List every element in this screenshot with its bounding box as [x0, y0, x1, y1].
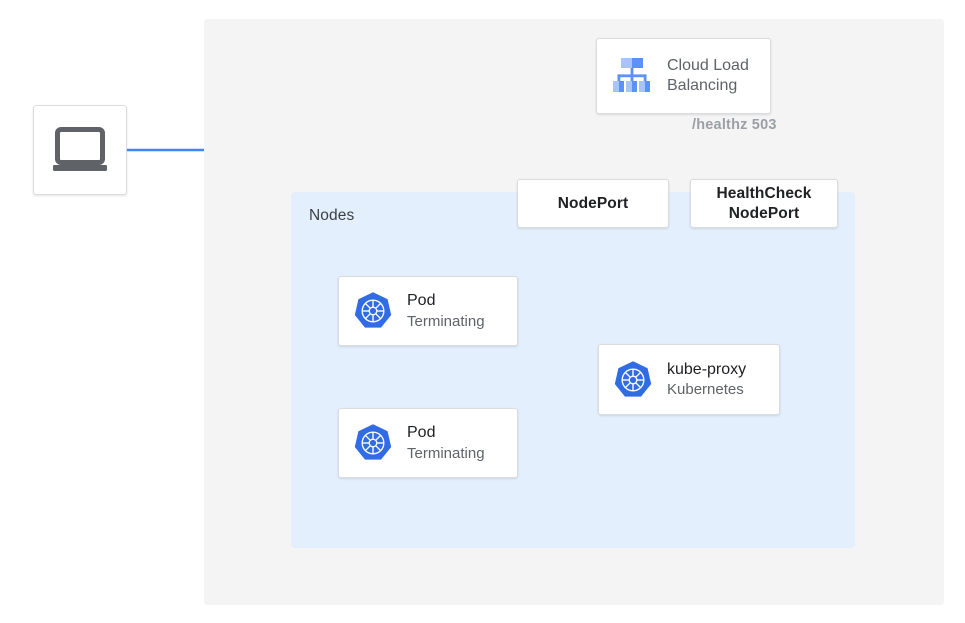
kube-proxy-subtitle: Kubernetes: [667, 381, 744, 399]
pod-2-text: Pod Terminating: [407, 423, 485, 463]
healthcheck-nodeport-label: HealthCheck NodePort: [717, 184, 812, 223]
healthcheck-nodeport-label-line2: NodePort: [728, 204, 800, 222]
pod-node-2[interactable]: Pod Terminating: [338, 408, 518, 478]
healthcheck-nodeport-label-line1: HealthCheck: [716, 185, 812, 203]
kube-proxy-node[interactable]: kube-proxy Kubernetes: [598, 344, 780, 415]
cloud-load-balancing-icon: [611, 56, 653, 96]
pod-1-subtitle: Terminating: [407, 312, 485, 330]
healthcheck-nodeport-node[interactable]: HealthCheck NodePort: [690, 179, 838, 228]
laptop-icon: [52, 127, 108, 173]
kubernetes-icon: [353, 291, 393, 331]
kubernetes-icon: [613, 360, 653, 400]
pod-2-title: Pod: [407, 424, 436, 442]
cloud-load-balancing-title-line2: Balancing: [667, 77, 738, 94]
kube-proxy-text: kube-proxy Kubernetes: [667, 360, 746, 400]
pod-1-text: Pod Terminating: [407, 291, 485, 331]
pod-1-title: Pod: [407, 292, 436, 310]
pod-2-subtitle: Terminating: [407, 444, 485, 462]
nodeport-node[interactable]: NodePort: [517, 179, 669, 228]
pod-node-1[interactable]: Pod Terminating: [338, 276, 518, 346]
client-node[interactable]: [33, 105, 127, 195]
cloud-load-balancing-title-line1: Cloud Load: [667, 56, 749, 74]
kube-proxy-title: kube-proxy: [667, 360, 747, 378]
healthz-status-label: /healthz 503: [692, 117, 777, 133]
nodeport-label: NodePort: [557, 194, 629, 212]
nodes-region-label: Nodes: [309, 207, 355, 224]
kubernetes-icon: [353, 423, 393, 463]
cloud-load-balancing-text: Cloud Load Balancing: [667, 56, 749, 97]
cloud-load-balancing-node[interactable]: Cloud Load Balancing: [596, 38, 771, 114]
